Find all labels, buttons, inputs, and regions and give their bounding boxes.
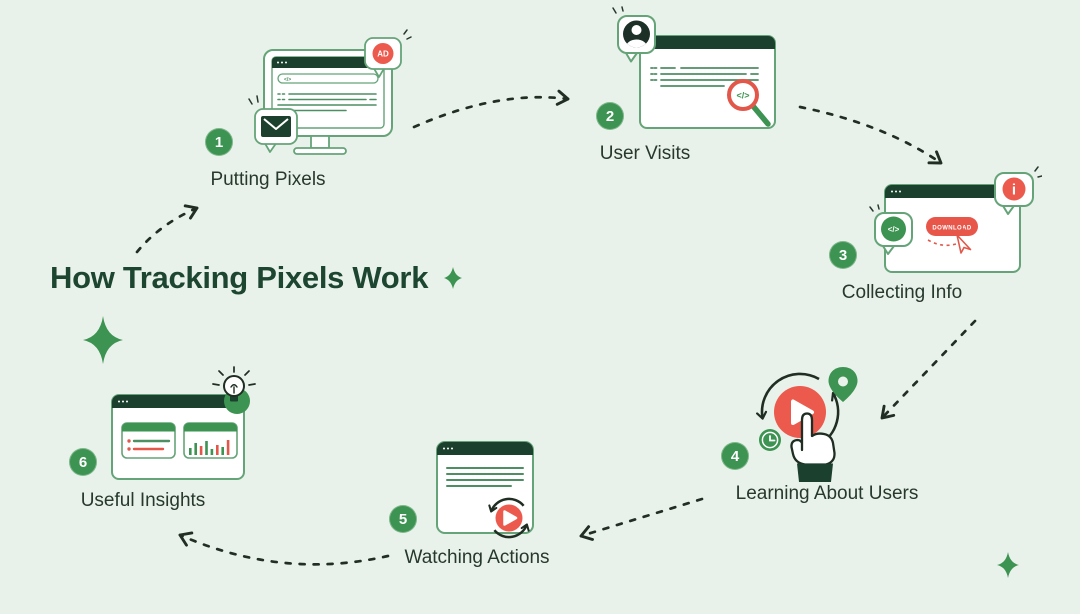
page-text-lines xyxy=(650,67,759,87)
step6-label: Useful Insights xyxy=(80,490,206,511)
step5-illustration xyxy=(436,441,534,539)
info-badge-circle xyxy=(1002,177,1026,201)
list-card-icon xyxy=(121,422,176,459)
step2-illustration: </> xyxy=(612,6,776,129)
monitor-base-icon xyxy=(293,147,347,155)
step1-illustration: </> AD xyxy=(248,29,412,155)
download-button-text: DOWNLOAD xyxy=(932,225,971,231)
step2-number-badge: 2 xyxy=(596,102,624,130)
title-sparkle-icon xyxy=(444,267,463,289)
arrow-title-to-step1 xyxy=(135,204,199,254)
step6-illustration xyxy=(111,366,256,480)
step4-label: Learning About Users xyxy=(735,483,919,504)
browser-titlebar xyxy=(272,57,384,68)
browser-titlebar xyxy=(437,442,533,455)
step3-illustration: DOWNLOAD i </> xyxy=(869,166,1042,273)
cursor-pointer-icon xyxy=(956,234,972,254)
arrow-step4-to-step5 xyxy=(579,497,704,541)
step5-number-badge: 5 xyxy=(389,505,417,533)
step5-label: Watching Actions xyxy=(404,547,550,568)
sparkle-ticks xyxy=(869,204,880,212)
download-button xyxy=(926,217,978,236)
arrow-step2-to-step3 xyxy=(798,105,943,165)
magnifier-code-text: </> xyxy=(736,90,749,100)
browser-titlebar xyxy=(112,395,244,408)
page-text-lines xyxy=(446,467,524,487)
browser-window xyxy=(639,35,776,129)
email-bubble-tail xyxy=(264,142,277,153)
cursor-ticks xyxy=(951,227,964,235)
info-bubble-tail xyxy=(1002,205,1015,215)
step2-label: User Visits xyxy=(599,143,691,164)
step1-label: Putting Pixels xyxy=(210,169,326,190)
sparkle-ticks xyxy=(248,95,259,105)
code-bubble-tail xyxy=(882,245,895,255)
info-badge-text: i xyxy=(1012,181,1016,198)
arrow-step5-to-step6 xyxy=(178,531,390,566)
lightbulb-icon xyxy=(212,366,256,402)
code-badge-circle xyxy=(881,216,906,242)
page-title: How Tracking Pixels Work xyxy=(50,260,464,296)
hand-sleeve xyxy=(797,463,833,482)
pointing-hand-icon xyxy=(790,412,836,466)
bottom-right-sparkle-icon xyxy=(997,552,1019,578)
sparkle-ticks xyxy=(403,29,412,40)
clock-icon xyxy=(759,429,781,451)
arrow-step3-to-step4 xyxy=(880,319,977,420)
email-envelope-icon xyxy=(261,116,291,137)
bar-chart-card-icon xyxy=(183,422,238,459)
sparkle-ticks xyxy=(612,6,624,14)
avatar-bubble-tail xyxy=(625,52,638,63)
ad-bubble-tail xyxy=(373,68,385,78)
sparkle-ticks xyxy=(1034,166,1042,178)
replay-play-button-icon xyxy=(488,497,530,539)
step3-number-badge: 3 xyxy=(829,241,857,269)
left-large-sparkle-icon xyxy=(83,316,123,364)
monitor-stand-icon xyxy=(310,135,330,149)
arrow-step1-to-step2 xyxy=(412,89,570,129)
ad-badge-text: AD xyxy=(377,50,389,59)
address-bar xyxy=(277,73,379,84)
step3-label: Collecting Info xyxy=(841,282,963,303)
location-pin-icon xyxy=(828,367,858,402)
magnifier-handle xyxy=(750,103,771,127)
step4-illustration xyxy=(756,367,858,482)
browser-titlebar xyxy=(885,185,1020,198)
code-magnifier-icon xyxy=(727,79,759,111)
browser-titlebar xyxy=(640,36,775,49)
ad-badge-circle xyxy=(372,43,394,64)
code-badge-text: </> xyxy=(888,225,900,234)
page-title-text: How Tracking Pixels Work xyxy=(50,260,429,295)
step1-number-badge: 1 xyxy=(205,128,233,156)
dashed-underline xyxy=(927,239,957,247)
step4-number-badge: 4 xyxy=(721,442,749,470)
step6-number-badge: 6 xyxy=(69,448,97,476)
address-bar-code-text: </> xyxy=(284,77,291,83)
